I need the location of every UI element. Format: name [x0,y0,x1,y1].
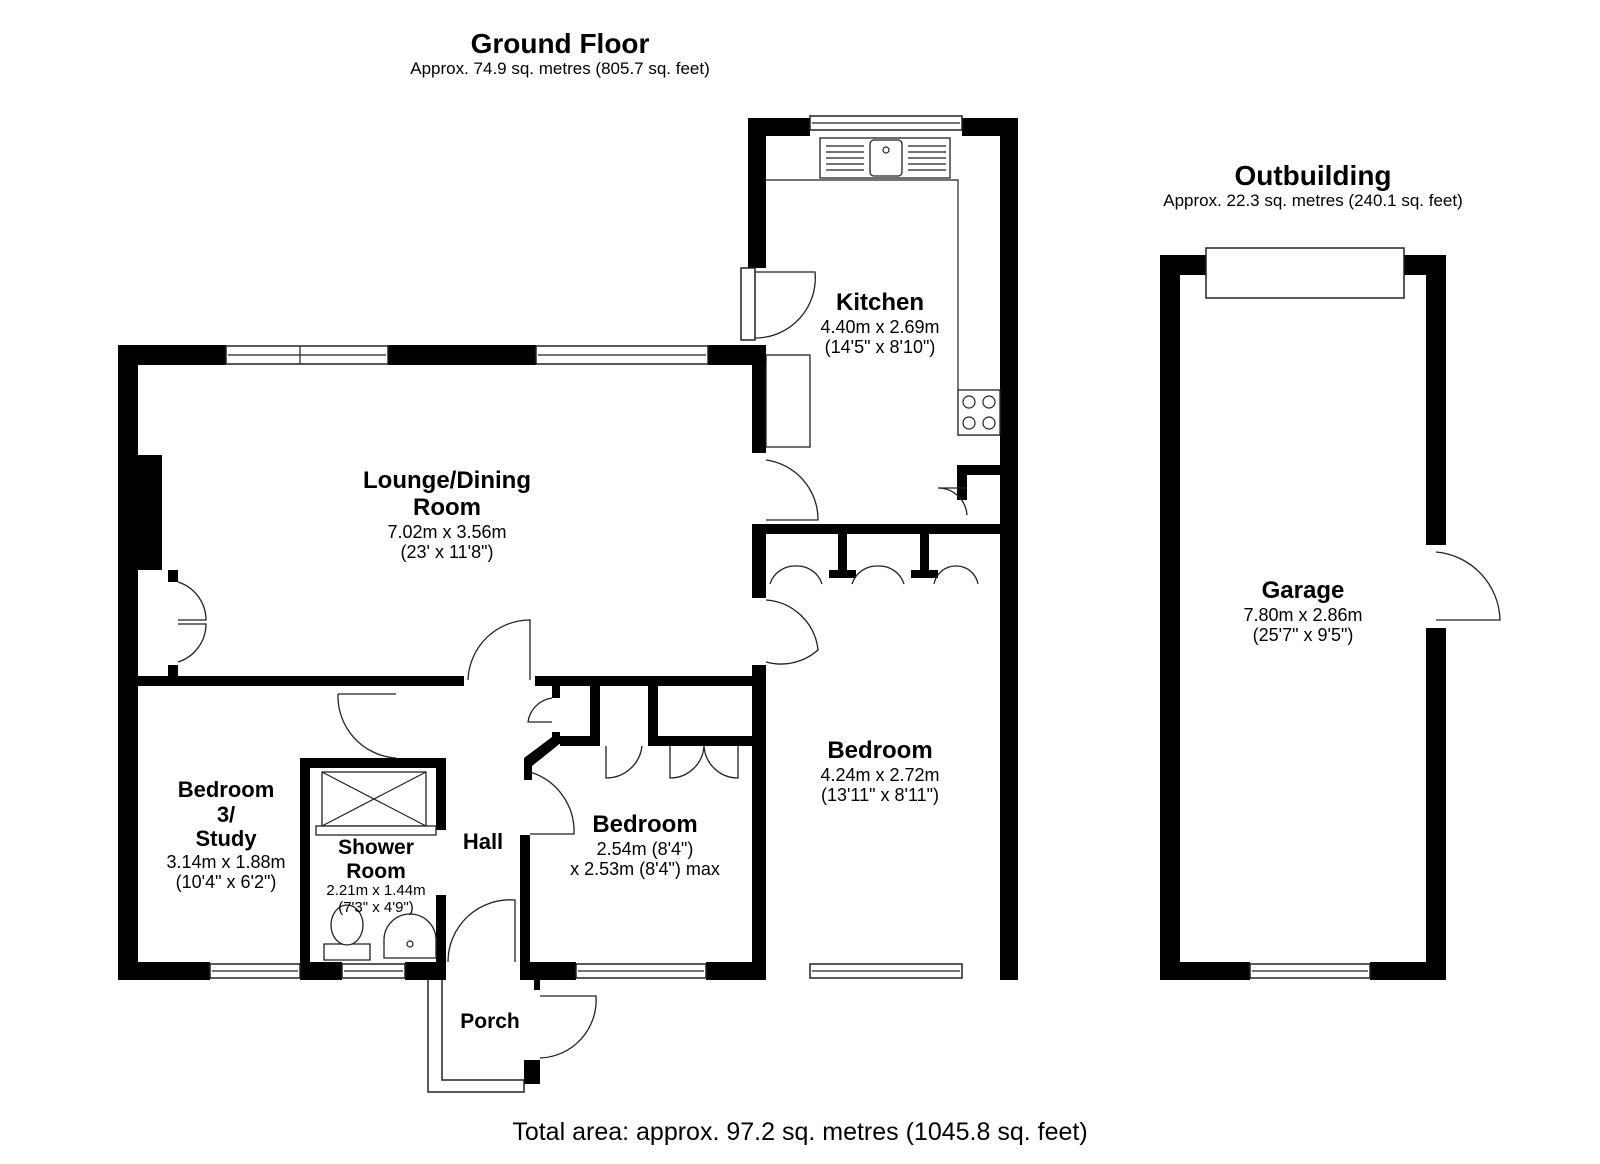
west-block-fixtures [315,771,437,961]
outbuilding-heading: Outbuilding Approx. 22.3 sq. metres (240… [1163,160,1463,210]
lounge-dimensions-imperial: (23' x 11'8") [400,541,494,562]
shower-room-label: Shower Room 2.21m x 1.44m (7'3" x 4'9") [326,836,425,917]
kitchen-dimensions-imperial: (14'5" x 8'10") [824,337,936,358]
lounge-label: Lounge/Dining Room 7.02m x 3.56m (23' x … [363,467,531,562]
west-block-walls [118,758,760,1084]
right-bedroom-name: Bedroom [827,737,933,764]
shower-room-dimensions-imperial: (7'3" x 4'9") [338,898,414,916]
bedroom3-name-line1: Bedroom [177,777,275,802]
garage-label: Garage 7.80m x 2.86m (25'7" x 9'5") [1243,577,1363,646]
middle-bedroom-dimensions-line2: x 2.53m (8'4") max [570,859,720,880]
shower-room-dimensions-metric: 2.21m x 1.44m [326,882,426,900]
lounge-name-line2: Room [413,493,481,521]
kitchen-label: Kitchen 4.40m x 2.69m (14'5" x 8'10") [820,289,940,358]
lounge-name-line1: Lounge/Dining [363,467,531,494]
lounge-doors [177,581,819,681]
middle-bedroom-doors [527,697,739,835]
lounge-walls [118,345,766,980]
kitchen-dimensions-metric: 4.40m x 2.69m [820,316,940,337]
total-area: Total area: approx. 97.2 sq. metres (104… [512,1118,1088,1146]
bedroom3-dimensions-metric: 3.14m x 1.88m [166,851,286,872]
right-bedroom-window [809,963,963,979]
kitchen-walls [748,118,1018,980]
right-bedroom-label: Bedroom 4.24m x 2.72m (13'11" x 8'11") [820,737,940,806]
lounge-dimensions-metric: 7.02m x 3.56m [387,521,507,542]
right-bedroom-dimensions-imperial: (13'11" x 8'11") [820,785,940,806]
garage-dimensions-imperial: (25'7" x 9'5") [1252,625,1354,646]
shower-room-name-line2: Room [346,859,406,883]
garage-name: Garage [1261,577,1345,604]
garage-walls [1160,255,1446,980]
kitchen-name: Kitchen [835,289,924,316]
kitchen-doors [740,267,979,585]
ground-floor-title: Ground Floor [470,28,650,59]
middle-bedroom-dimensions-line1: 2.54m (8'4") [596,838,694,859]
hall-label: Hall [462,829,504,855]
bedroom3-name-line3: Study [195,826,257,852]
right-bedroom-dimensions-metric: 4.24m x 2.72m [820,764,940,785]
garage-dimensions-metric: 7.80m x 2.86m [1243,604,1363,625]
bedroom3-name-line2: 3/ [216,801,236,827]
bedroom3-dimensions-imperial: (10'4" x 6'2") [175,872,277,893]
middle-bedroom-label: Bedroom 2.54m (8'4") x 2.53m (8'4") max [570,811,720,880]
garage-windows-and-door [1205,247,1501,979]
middle-bedroom-walls [524,686,760,780]
lounge-windows [225,345,709,365]
ground-floor-heading: Ground Floor Approx. 74.9 sq. metres (80… [410,28,710,78]
ground-floor-area: Approx. 74.9 sq. metres (805.7 sq. feet) [410,59,710,79]
shower-room-name-line1: Shower [338,836,414,859]
bedroom3-label: Bedroom 3/ Study 3.14m x 1.88m (10'4" x … [166,777,286,893]
west-block-windows [209,963,707,1093]
hall-name: Hall [462,829,504,854]
middle-bedroom-name: Bedroom [592,811,698,838]
porch-label: Porch [460,1010,520,1034]
outbuilding-area: Approx. 22.3 sq. metres (240.1 sq. feet) [1163,191,1463,211]
porch-name: Porch [460,1010,520,1033]
kitchen-worktop [765,137,1001,448]
west-block-doors [337,693,597,1059]
outbuilding-title: Outbuilding [1234,160,1392,191]
kitchen-window [809,115,963,131]
